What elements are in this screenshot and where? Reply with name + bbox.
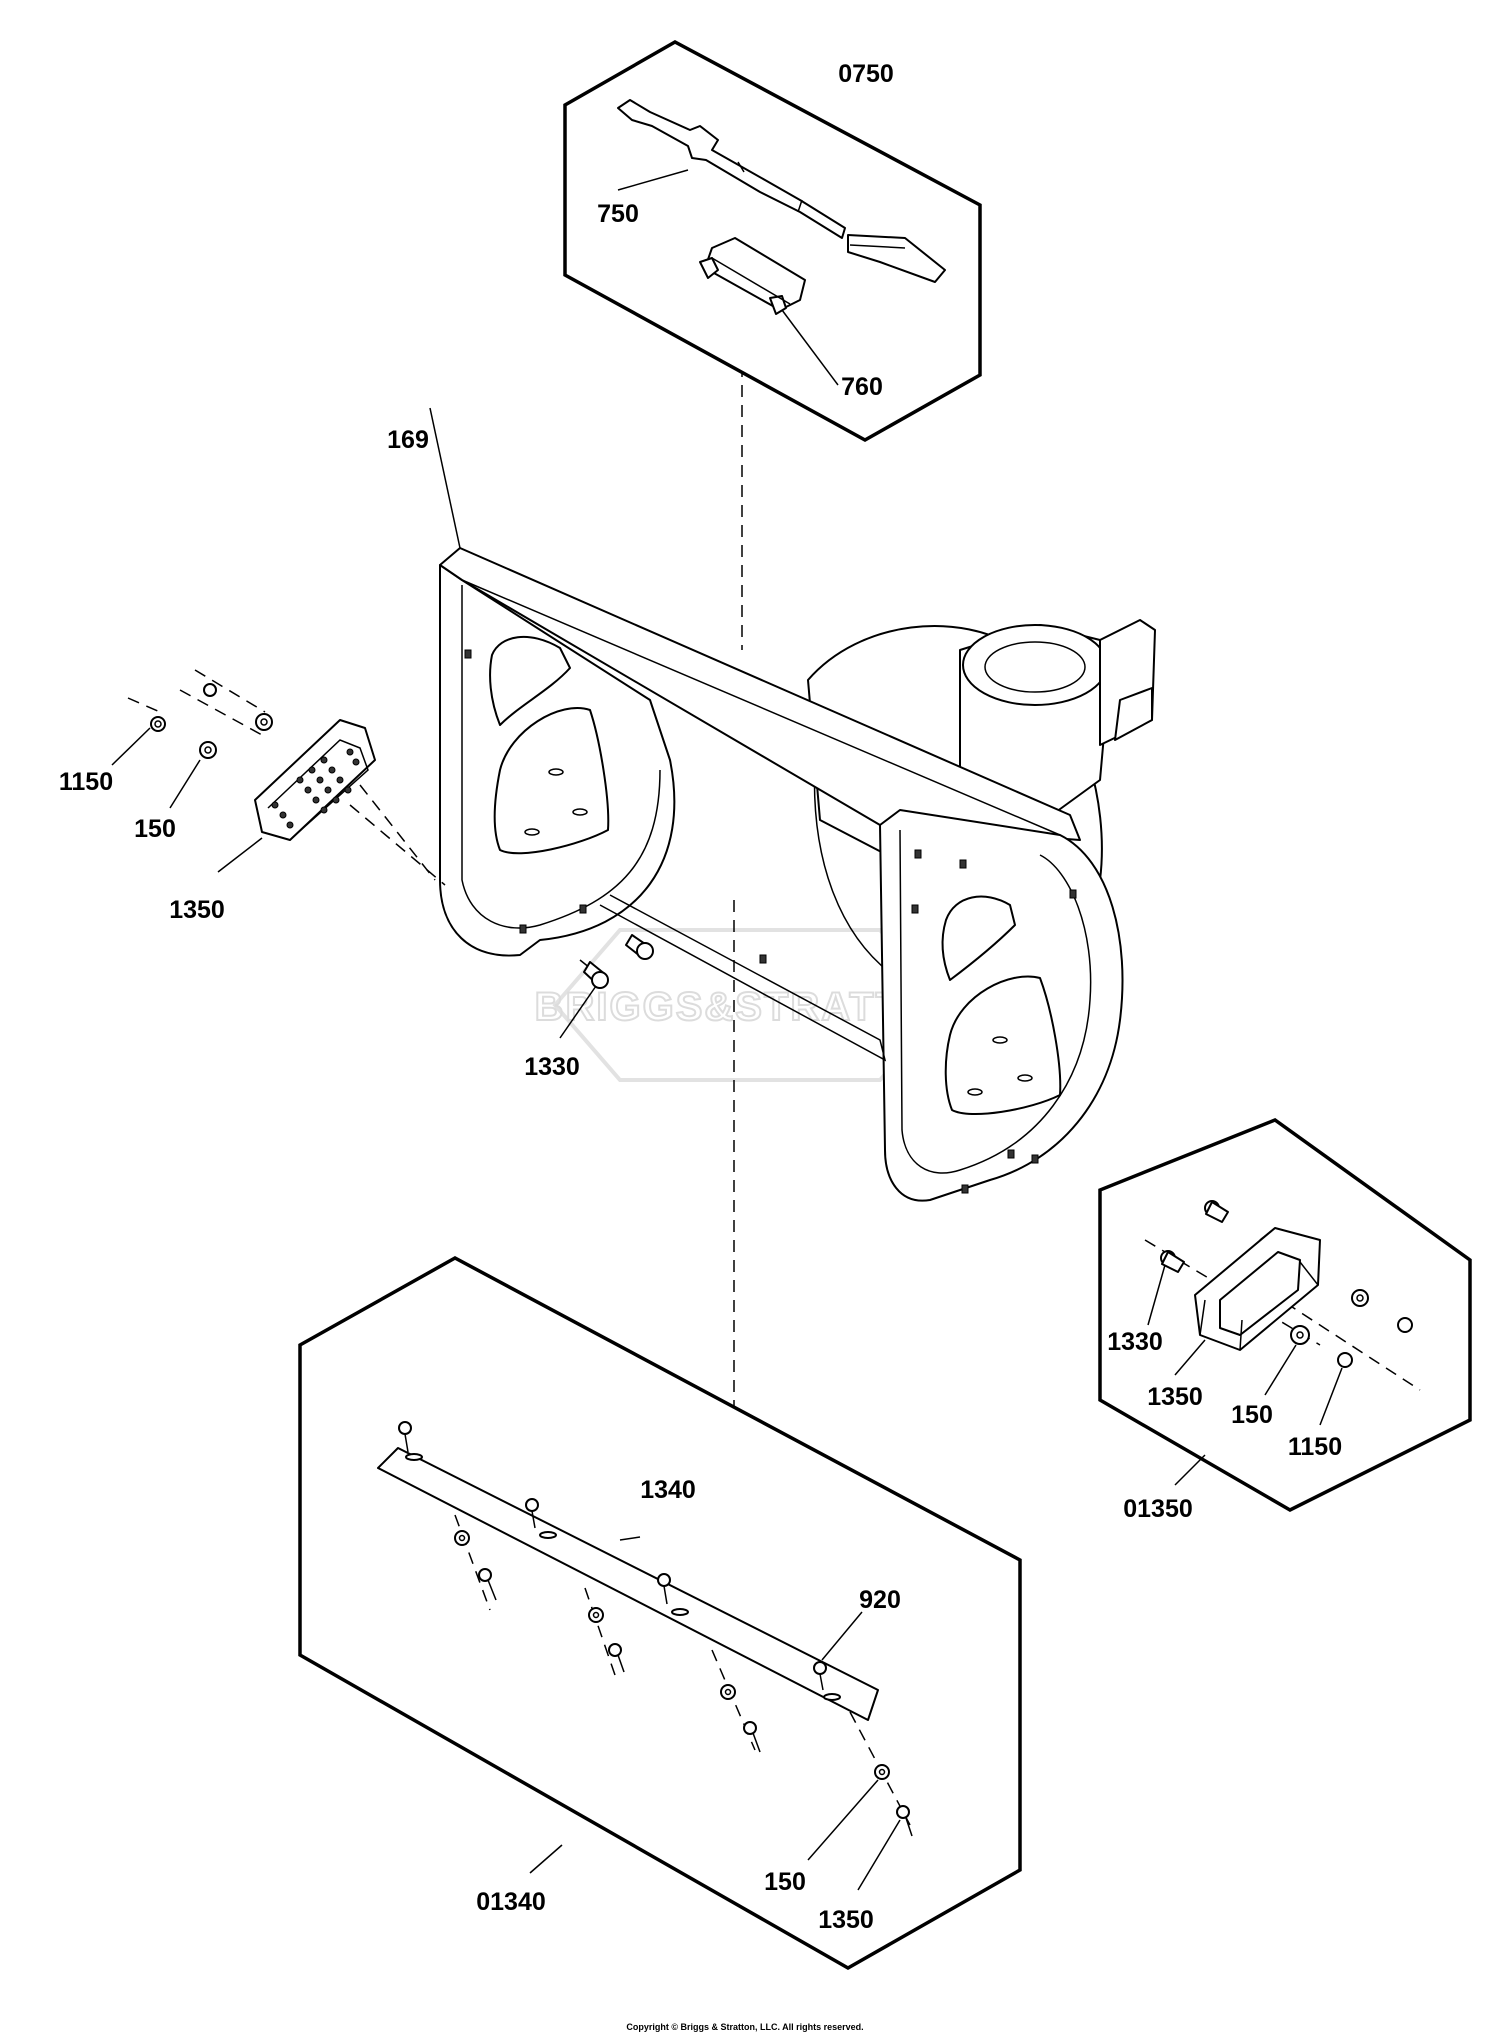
label-150-bottom: 150 [764, 1868, 806, 1896]
kit-01350-box [1098, 1118, 1472, 1512]
leader-1340 [619, 1536, 641, 1541]
leader-760 [781, 309, 839, 386]
washers-nuts [454, 1530, 913, 1837]
label-1350-left: 1350 [169, 896, 225, 924]
skid-shoe-left-group [127, 669, 446, 886]
label-01340: 01340 [476, 1888, 546, 1916]
kit-0750-box [563, 40, 982, 443]
leader-150-bottom [807, 1779, 879, 1861]
leader-1350-left [217, 837, 263, 873]
label-1330-right: 1330 [1107, 1328, 1163, 1356]
label-150-left: 150 [134, 815, 176, 843]
leader-01340 [529, 1844, 563, 1874]
leader-1150-left [111, 727, 151, 766]
bolt-1330-a [579, 959, 609, 989]
label-1330-center: 1330 [524, 1053, 580, 1081]
label-750: 750 [597, 200, 639, 228]
label-0750: 0750 [838, 60, 894, 88]
leader-1330-right [1147, 1264, 1166, 1326]
label-920: 920 [859, 1586, 901, 1614]
skid-shoe-grid [271, 748, 360, 829]
label-760: 760 [841, 373, 883, 401]
label-169: 169 [387, 426, 429, 454]
skid-shoe-right [1194, 1227, 1321, 1351]
carriage-bolts-920 [398, 1421, 841, 1701]
label-1150-left: 1150 [59, 768, 113, 796]
label-1350-bottom: 1350 [818, 1906, 874, 1934]
label-1350-right: 1350 [1147, 1383, 1203, 1411]
leader-1150-right [1319, 1367, 1343, 1426]
label-150-right: 150 [1231, 1401, 1273, 1429]
leader-150-left [169, 759, 201, 809]
leader-1350-bottom [857, 1819, 901, 1891]
label-1150-right: 1150 [1288, 1433, 1342, 1461]
leader-750 [617, 169, 689, 191]
bolt-1330-right [1160, 1200, 1229, 1273]
leader-1350-right [1174, 1339, 1206, 1376]
kit-01340-box [298, 1256, 1022, 1971]
leader-169 [429, 407, 461, 549]
leader-01350 [1174, 1454, 1206, 1486]
leader-1330-center [559, 985, 597, 1039]
leader-920 [821, 1611, 863, 1661]
shave-plate-1340 [377, 1447, 879, 1721]
shaft-750 [617, 99, 946, 283]
housing-169 [439, 547, 1156, 1202]
copyright-notice: Copyright © Briggs & Stratton, LLC. All … [626, 2022, 863, 2032]
clip-760 [699, 237, 806, 315]
bolt-1330-b [625, 934, 654, 960]
label-01350: 01350 [1123, 1495, 1193, 1523]
leader-150-right [1264, 1344, 1297, 1396]
label-1340: 1340 [640, 1476, 696, 1504]
